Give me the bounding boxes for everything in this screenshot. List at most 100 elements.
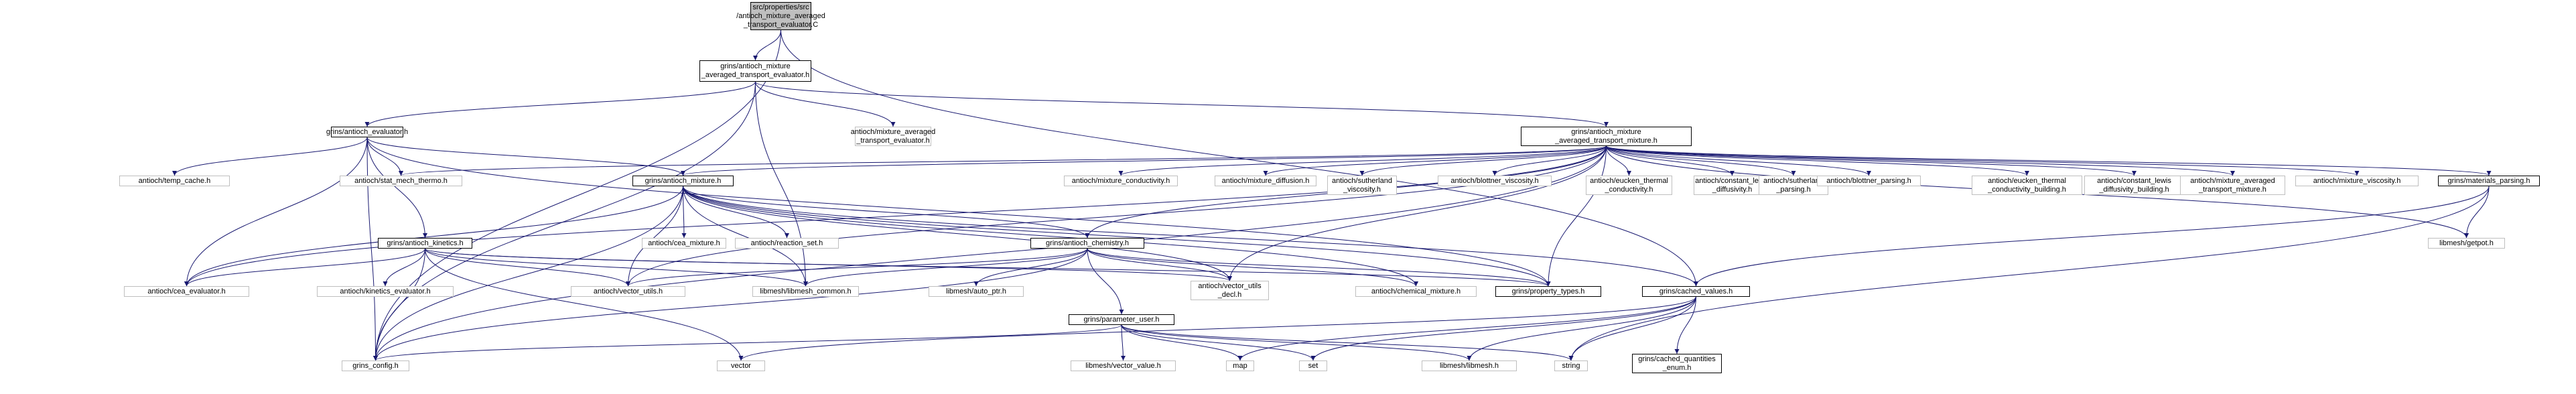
node-label-line: antioch/constant_lewis — [1695, 176, 1769, 185]
graph-node-clewd: antioch/constant_lewis_diffusivity.h — [1694, 176, 1771, 195]
edge-amix-to-rset — [683, 186, 789, 239]
node-label-line: src/properties/src — [752, 3, 809, 11]
node-label-line: grins/antioch_evaluator.h — [326, 127, 409, 136]
node-label-line: grins/cached_values.h — [1659, 287, 1733, 296]
edge-tmix-to-vudecl — [1227, 145, 1607, 281]
graph-node-root[interactable]: src/properties/src/antioch_mixture_avera… — [736, 2, 825, 30]
node-label-line: antioch/chemical_mixture.h — [1371, 287, 1461, 296]
node-label-line: antioch/kinetics_evaluator.h — [340, 287, 431, 296]
node-label-line: antioch/mixture_diffusion.h — [1221, 176, 1310, 185]
edge-akin-to-lcomm — [425, 248, 808, 287]
graph-node-clewb: antioch/constant_lewis_diffusivity_build… — [2084, 176, 2184, 195]
edge-amix-to-chemm — [683, 186, 1418, 287]
graph-node-tempc: antioch/temp_cache.h — [119, 176, 230, 186]
node-label-line: libmesh/libmesh_common.h — [760, 287, 852, 296]
edge-puser-to-llib — [1121, 324, 1472, 361]
graph-node-mdiff: antioch/mixture_diffusion.h — [1215, 176, 1316, 186]
node-label-line: string — [1562, 361, 1580, 370]
graph-node-tev[interactable]: grins/antioch_mixture_averaged_transport… — [699, 60, 811, 82]
node-label-line: grins/antioch_mixture — [1571, 127, 1641, 136]
graph-node-kine: antioch/kinetics_evaluator.h — [317, 286, 454, 297]
edge-amix-to-cvals — [683, 186, 1698, 287]
graph-node-suthp: antioch/sutherland_parsing.h — [1759, 176, 1828, 195]
edge-amix-to-achem — [683, 186, 1090, 239]
edge-puser-to-lvval — [1120, 324, 1126, 361]
edge-tmix-to-mdiff — [1263, 145, 1607, 176]
node-label-line: _parsing.h — [1776, 185, 1811, 194]
node-label-line: libmesh/auto_ptr.h — [946, 287, 1006, 296]
graph-node-achem[interactable]: grins/antioch_chemistry.h — [1030, 238, 1144, 249]
graph-node-vutil: antioch/vector_utils.h — [571, 286, 685, 297]
graph-node-vector: vector — [717, 360, 765, 371]
node-label-line: antioch/cea_mixture.h — [648, 239, 720, 247]
node-label-line: _decl.h — [1217, 290, 1242, 299]
edge-puser-to-gconf — [373, 324, 1122, 361]
graph-node-cvals[interactable]: grins/cached_values.h — [1642, 286, 1750, 297]
node-label-line: antioch/mixture_averaged — [2190, 176, 2275, 185]
edge-root-to-gconf — [373, 29, 781, 361]
edge-tmix-to-suthv — [1359, 145, 1607, 176]
graph-node-chemm: antioch/chemical_mixture.h — [1355, 286, 1477, 297]
node-label-line: _averaged_transport_mixture.h — [1555, 136, 1657, 145]
graph-node-amix[interactable]: grins/antioch_mixture.h — [632, 176, 734, 186]
graph-node-akin[interactable]: grins/antioch_kinetics.h — [378, 238, 472, 249]
node-label-line: set — [1308, 361, 1318, 370]
edge-tmix-to-amix — [681, 145, 1607, 176]
edge-amix-to-gconf — [373, 186, 683, 361]
edge-amix-to-ceam — [681, 186, 687, 239]
edge-tmix-to-clewb — [1606, 145, 2137, 176]
edge-achem-to-puser — [1087, 248, 1124, 315]
node-label-line: _viscosity.h — [1343, 185, 1381, 194]
graph-node-statm: antioch/stat_mech_thermo.h — [340, 176, 462, 186]
node-label-line: _enum.h — [1662, 363, 1692, 372]
edge-aeval-to-ceae — [184, 137, 368, 287]
edge-akin-to-vutil — [425, 248, 630, 287]
graph-node-puser[interactable]: grins/parameter_user.h — [1069, 314, 1174, 325]
node-label-line: grins/materials_parsing.h — [2447, 176, 2530, 185]
graph-node-matp[interactable]: grins/materials_parsing.h — [2438, 176, 2540, 186]
node-label-line: _averaged_transport_evaluator.h — [701, 71, 810, 79]
edge-tmix-to-ceae — [184, 145, 1607, 287]
edge-tmix-to-suthp — [1606, 145, 1796, 176]
edge-achem-to-autop — [973, 248, 1088, 287]
edge-tmix-to-statm — [399, 145, 1607, 176]
graph-node-string: string — [1554, 360, 1588, 371]
edge-aeval-to-gconf — [366, 137, 378, 361]
edge-tev-to-tmix — [755, 81, 1609, 127]
edge-tmix-to-amatm — [1606, 145, 2235, 176]
graph-node-rset: antioch/reaction_set.h — [735, 238, 839, 249]
node-label-line: antioch/mixture_conductivity.h — [1071, 176, 1170, 185]
graph-node-tmix[interactable]: grins/antioch_mixture_averaged_transport… — [1521, 127, 1692, 146]
graph-node-amate: antioch/mixture_averaged_transport_evalu… — [851, 127, 935, 146]
node-label-line: map — [1233, 361, 1247, 370]
node-label-line: antioch/constant_lewis — [2097, 176, 2171, 185]
node-label-line: grins/antioch_mixture.h — [645, 176, 722, 185]
node-label-line: antioch/sutherland — [1763, 176, 1824, 185]
edge-achem-to-lcomm — [803, 248, 1088, 287]
edge-cvals-to-string — [1568, 296, 1696, 361]
edge-puser-to-string — [1121, 324, 1574, 361]
node-label-line: antioch/reaction_set.h — [750, 239, 823, 247]
node-label-line: libmesh/vector_value.h — [1085, 361, 1161, 370]
edge-tmix-to-ptypes — [1546, 145, 1607, 287]
node-label-line: grins_config.h — [352, 361, 399, 370]
graph-node-cqenum[interactable]: grins/cached_quantities_enum.h — [1632, 354, 1722, 373]
node-label-line: _transport_mixture.h — [2199, 185, 2266, 194]
edge-akin-to-kine — [383, 248, 425, 287]
edge-amix-to-lcomm — [683, 186, 808, 287]
graph-node-gconf: grins_config.h — [342, 360, 409, 371]
edge-akin-to-vector — [425, 248, 744, 361]
edge-tev-to-aeval — [364, 81, 756, 127]
node-label-line: antioch/eucken_thermal — [1988, 176, 2066, 185]
graph-node-ceae: antioch/cea_evaluator.h — [124, 286, 249, 297]
node-label-line: antioch/eucken_thermal — [1590, 176, 1668, 185]
edge-matp-to-cvals — [1694, 186, 2490, 287]
edge-tmix-to-clewd — [1606, 145, 1735, 176]
node-label-line: _diffusivity.h — [1712, 185, 1753, 194]
graph-node-ptypes[interactable]: grins/property_types.h — [1495, 286, 1601, 297]
graph-node-aeval[interactable]: grins/antioch_evaluator.h — [326, 127, 408, 137]
node-label-line: grins/antioch_mixture — [720, 62, 791, 70]
node-label-line: _transport_evaluator.C — [743, 20, 819, 29]
graph-node-map: map — [1226, 360, 1254, 371]
